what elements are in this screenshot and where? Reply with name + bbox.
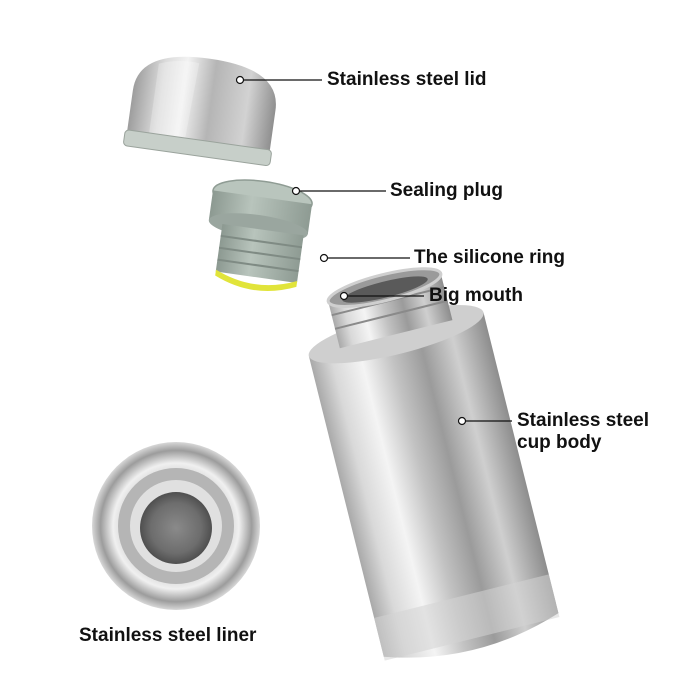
label-cup-body: Stainless steel cup body bbox=[517, 410, 697, 454]
callout-dot-icon bbox=[291, 186, 301, 196]
label-stainless-steel-lid: Stainless steel lid bbox=[327, 69, 487, 90]
stainless-steel-cup-body bbox=[308, 267, 560, 661]
silicone-ring bbox=[215, 269, 298, 291]
callout-lines bbox=[235, 75, 512, 426]
stainless-steel-liner bbox=[92, 442, 260, 610]
sealing-plug bbox=[208, 179, 313, 291]
label-big-mouth: Big mouth bbox=[429, 285, 523, 306]
label-cup-body-line1: Stainless steel bbox=[517, 410, 650, 431]
callout-dot-icon bbox=[339, 291, 349, 301]
label-stainless-steel-liner: Stainless steel liner bbox=[79, 625, 257, 646]
callout-dot-icon bbox=[457, 416, 467, 426]
label-sealing-plug: Sealing plug bbox=[390, 180, 503, 201]
stainless-steel-lid bbox=[123, 56, 276, 167]
label-cup-body-line2: cup body bbox=[517, 432, 602, 453]
callout-dot-icon bbox=[235, 75, 245, 85]
callout-dot-icon bbox=[319, 253, 329, 263]
label-silicone-ring: The silicone ring bbox=[414, 247, 565, 268]
